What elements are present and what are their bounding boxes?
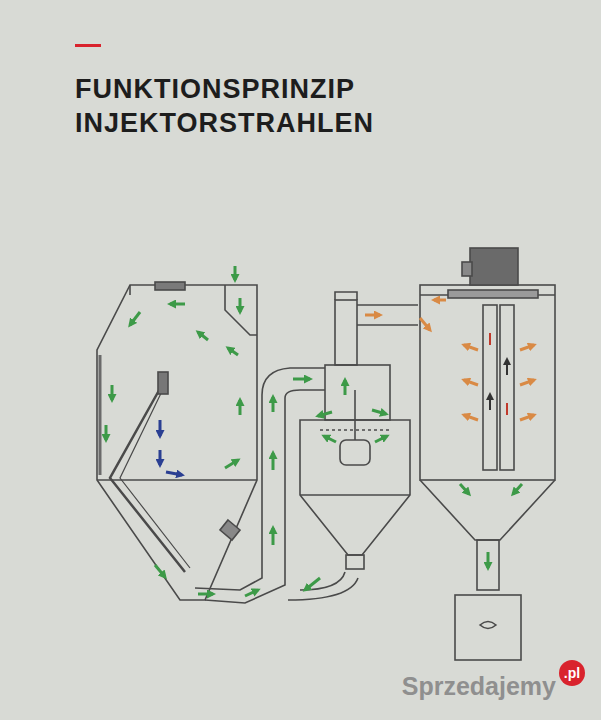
page-title: FUNKTIONSPRINZIP INJEKTORSTRAHLEN	[75, 72, 435, 140]
machine-outlines	[97, 248, 555, 660]
accent-dash	[75, 44, 101, 47]
flow-arrows	[106, 266, 534, 596]
watermark-badge: .pl	[559, 660, 585, 686]
watermark-text: Sprzedajemy	[402, 672, 556, 701]
